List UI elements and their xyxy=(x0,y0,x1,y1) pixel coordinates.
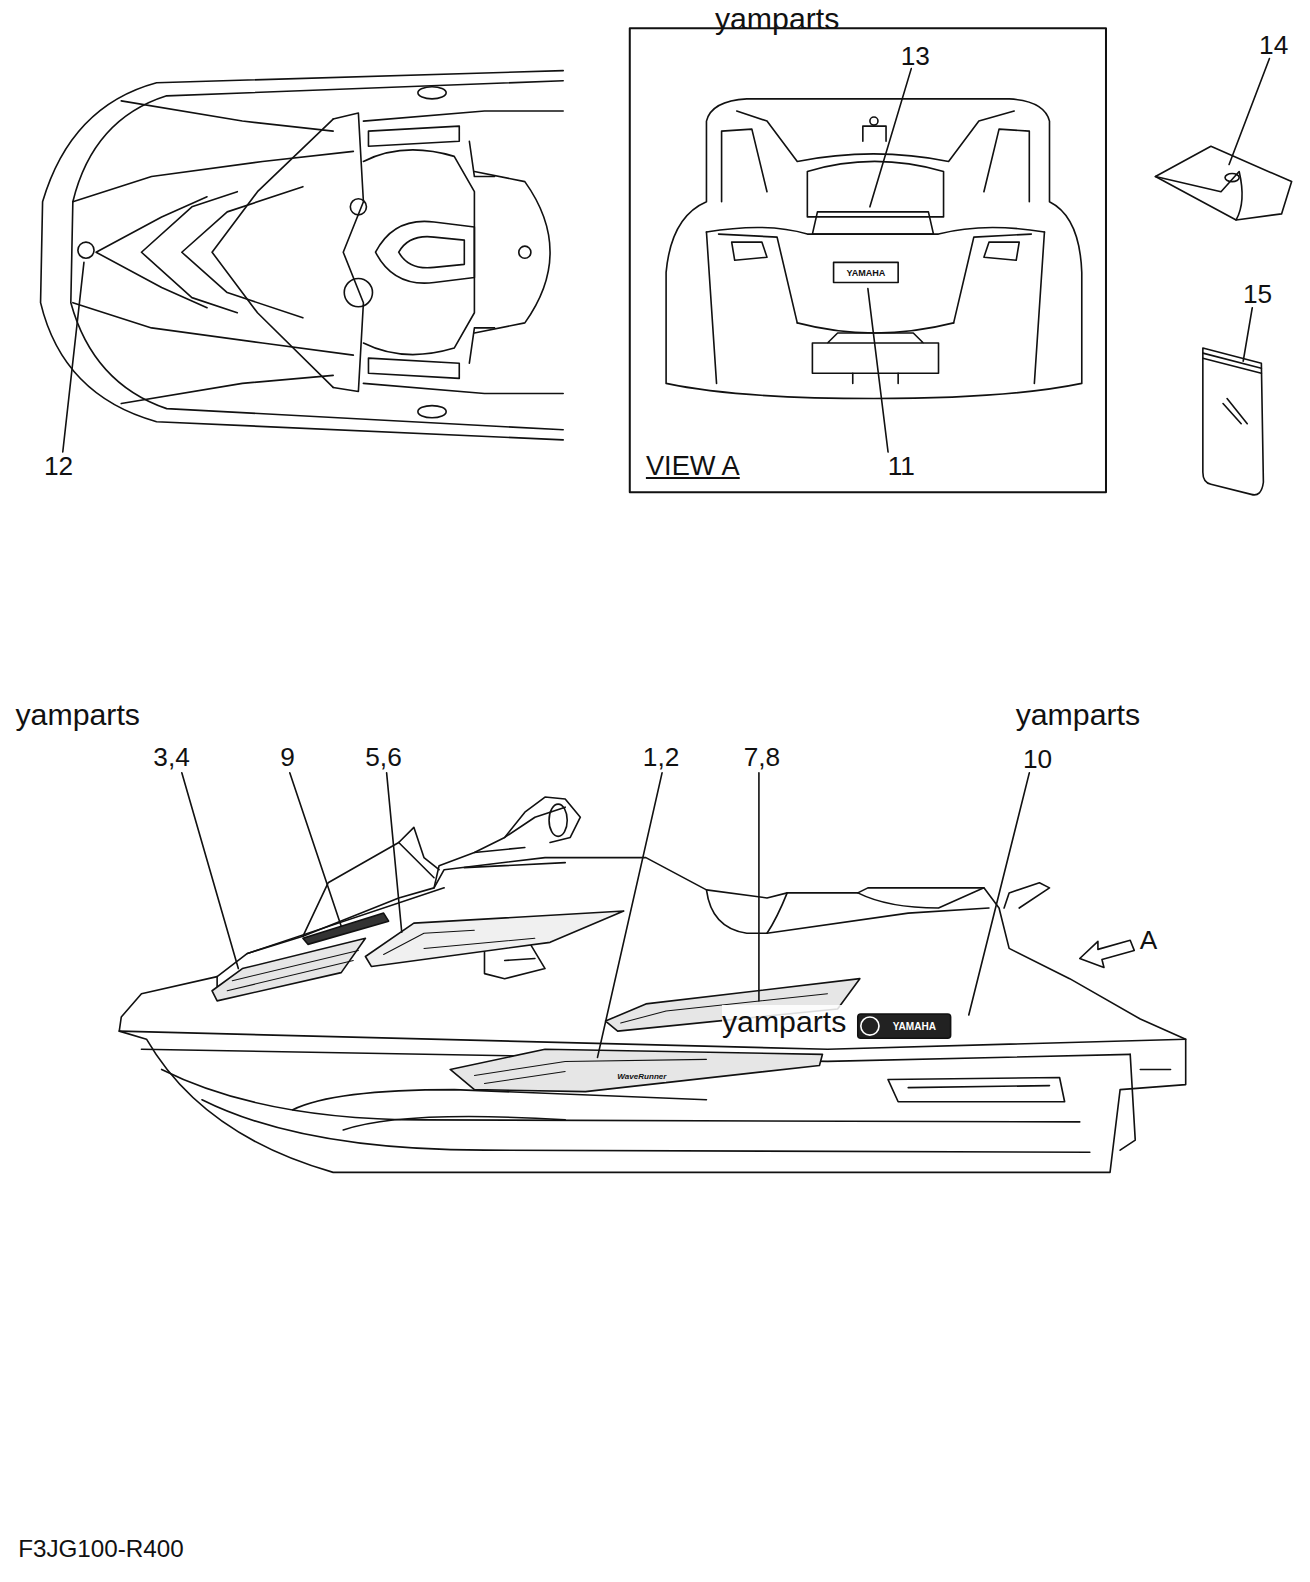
pouch-illustration xyxy=(1155,59,1291,220)
watermark: yamparts xyxy=(722,1005,846,1038)
callout-number: 15 xyxy=(1243,280,1272,309)
view-arrow-label: A xyxy=(1140,926,1158,955)
callout-number: 13 xyxy=(901,42,930,71)
watermark: yamparts xyxy=(715,2,839,35)
callout-number: 12 xyxy=(44,452,73,481)
bag-illustration xyxy=(1203,308,1264,495)
top-view xyxy=(41,71,564,452)
decal-text: WaveRunner xyxy=(617,1073,666,1082)
decal-text: YAMAHA xyxy=(893,1021,936,1032)
callout-number: 3,4 xyxy=(153,743,189,772)
callout-number: 9 xyxy=(280,743,295,772)
watermark: yamparts xyxy=(15,698,139,731)
callout-number: 11 xyxy=(888,452,915,481)
view-label: VIEW A xyxy=(646,451,740,481)
decal-text: YAMAHA xyxy=(846,268,885,278)
callout-number: 10 xyxy=(1023,745,1052,774)
callout-number: 1,2 xyxy=(643,743,679,772)
callout-number: 7,8 xyxy=(744,743,780,772)
side-view xyxy=(119,773,1185,1173)
drawing-code: F3JG100-R400 xyxy=(18,1536,184,1563)
callout-number: 5,6 xyxy=(365,743,401,772)
callout-number: 14 xyxy=(1259,31,1288,60)
watermark: yamparts xyxy=(1016,698,1140,731)
view-a-panel xyxy=(630,28,1106,492)
